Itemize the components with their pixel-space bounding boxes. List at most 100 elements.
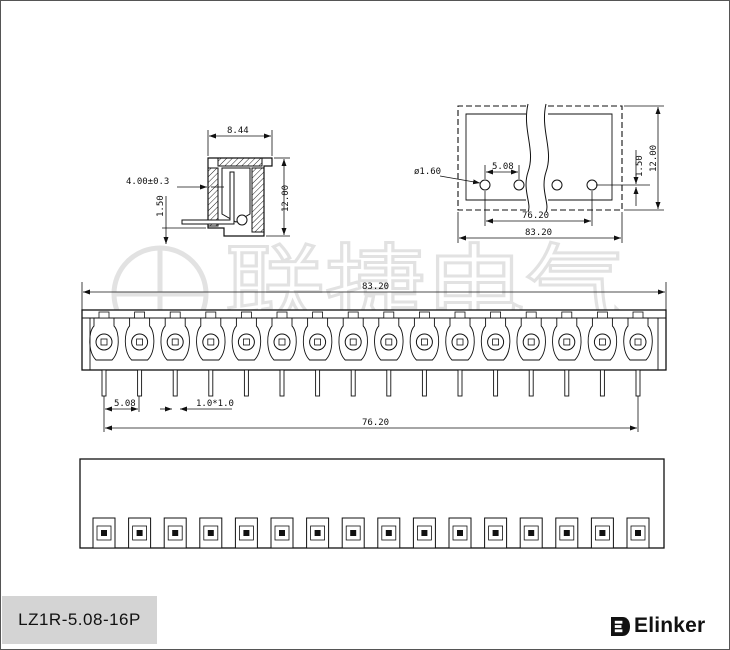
- front-pin: [101, 369, 107, 397]
- bottom-cell: [128, 517, 152, 549]
- front-cell-top-notch: [169, 311, 181, 319]
- footprint-view: ø1.60 5.08 76.20 83.20 1.50 12.00: [414, 103, 664, 243]
- side-cavity: [221, 167, 251, 223]
- front-cell: [587, 311, 618, 361]
- front-cell-top-notch: [383, 311, 395, 319]
- front-cell: [552, 311, 582, 361]
- front-cell: [302, 311, 333, 361]
- front-pin: [137, 369, 143, 397]
- footprint-hole: [513, 179, 525, 191]
- front-pin: [421, 369, 427, 397]
- bottom-cell: [270, 517, 294, 549]
- side-below-dim: 1.50: [156, 195, 166, 217]
- front-cell-clamp: [409, 318, 440, 361]
- front-cell-top-notch: [312, 311, 324, 319]
- bottom-cell-pin: [350, 530, 357, 536]
- bottom-cell-pin: [314, 530, 321, 536]
- front-cell-screw-slot: [634, 338, 642, 346]
- front-cell-top-notch: [205, 311, 217, 319]
- bottom-cell: [484, 517, 508, 549]
- part-number: LZ1R-5.08-16P: [18, 610, 141, 629]
- front-cell-top-notch: [490, 311, 502, 319]
- front-cell-screw-slot: [599, 338, 606, 346]
- front-cell-top-notch: [347, 311, 359, 319]
- bottom-cell-pin: [599, 530, 606, 536]
- front-cell: [445, 311, 475, 361]
- bottom-cell-pin: [528, 530, 535, 536]
- side-width-dim: 8.44: [227, 126, 249, 136]
- front-cell: [89, 311, 119, 361]
- footprint-outline-left: [457, 105, 526, 211]
- front-cell-screw-slot: [563, 338, 571, 346]
- bottom-cells: [92, 517, 650, 549]
- front-cell-clamp: [89, 318, 119, 361]
- front-cell-clamp: [160, 318, 190, 361]
- front-cell-screw-slot: [420, 338, 428, 346]
- front-cell-top-notch: [454, 311, 466, 319]
- front-cell-clamp: [267, 318, 297, 361]
- footprint-hole: [586, 179, 598, 191]
- footprint-total-dim: 83.20: [525, 228, 552, 238]
- front-pin: [172, 369, 178, 397]
- footprint-hole: [551, 179, 563, 191]
- front-cell-clamp: [480, 318, 511, 361]
- bottom-cell: [377, 517, 401, 549]
- footprint-outline-right: [548, 105, 623, 211]
- front-pin: [599, 369, 605, 397]
- front-cell-clamp: [374, 318, 404, 361]
- front-pin: [635, 369, 641, 397]
- footprint-hole-leader: [439, 175, 481, 185]
- front-cell-clamp: [516, 318, 546, 361]
- bottom-cell-pin: [563, 530, 570, 536]
- front-cell-top-notch: [561, 311, 573, 319]
- bottom-cell-pin: [136, 530, 143, 536]
- front-cell: [409, 311, 440, 361]
- footprint-break-left: [525, 103, 532, 213]
- front-cell-screw-slot: [207, 338, 215, 346]
- footprint-height-dim: 12.00: [649, 145, 659, 172]
- front-pin: [457, 369, 463, 397]
- bottom-cell-pin: [421, 530, 428, 536]
- side-screw: [236, 214, 248, 226]
- bottom-cell-pin: [385, 530, 392, 536]
- side-view: 8.44 4.00±0.3 12.00 1.50: [126, 126, 291, 244]
- brand-logo: Elinker: [611, 611, 705, 641]
- bottom-cell-pin: [207, 530, 214, 536]
- front-total-dim: 83.20: [362, 282, 389, 292]
- bottom-cell-pin: [457, 530, 463, 536]
- front-view: 83.20 5.08 1.0*1.0 76.20: [81, 282, 667, 432]
- front-cell-top-notch: [632, 311, 644, 319]
- front-pin-dim: 1.0*1.0: [196, 399, 234, 409]
- front-cell-clamp: [196, 318, 226, 361]
- footprint-span-dim: 76.20: [522, 211, 549, 221]
- bottom-cell: [341, 517, 365, 549]
- front-cell-screw-slot: [278, 338, 286, 346]
- front-pin: [493, 369, 499, 397]
- front-cell-clamp: [338, 318, 368, 361]
- front-pin: [208, 369, 214, 397]
- front-cell: [160, 311, 190, 361]
- bottom-cell: [92, 517, 116, 549]
- front-cell-clamp: [552, 318, 582, 361]
- bottom-cell: [163, 517, 187, 549]
- front-cell: [338, 311, 368, 361]
- footprint-offset-dim: 1.50: [635, 155, 645, 177]
- front-cell-top-notch: [134, 311, 146, 319]
- footprint-break-right: [543, 103, 550, 213]
- bottom-cell: [448, 517, 472, 549]
- front-cell-screw-slot: [171, 338, 179, 346]
- part-number-label: LZ1R-5.08-16P: [2, 596, 157, 644]
- side-housing-wall-left: [207, 167, 219, 227]
- front-pin: [315, 369, 321, 397]
- front-cell: [196, 311, 226, 361]
- front-cell: [267, 311, 297, 361]
- bottom-cell-pin: [101, 530, 107, 536]
- bottom-cell-pin: [172, 530, 179, 536]
- front-cell-screw-slot: [314, 338, 322, 346]
- bottom-cell: [590, 517, 614, 549]
- front-pin: [528, 369, 534, 397]
- front-cell-screw-slot: [527, 338, 535, 346]
- front-cell-top-notch: [597, 311, 608, 319]
- bottom-cell-pin: [279, 530, 285, 536]
- front-cell-clamp: [231, 318, 262, 361]
